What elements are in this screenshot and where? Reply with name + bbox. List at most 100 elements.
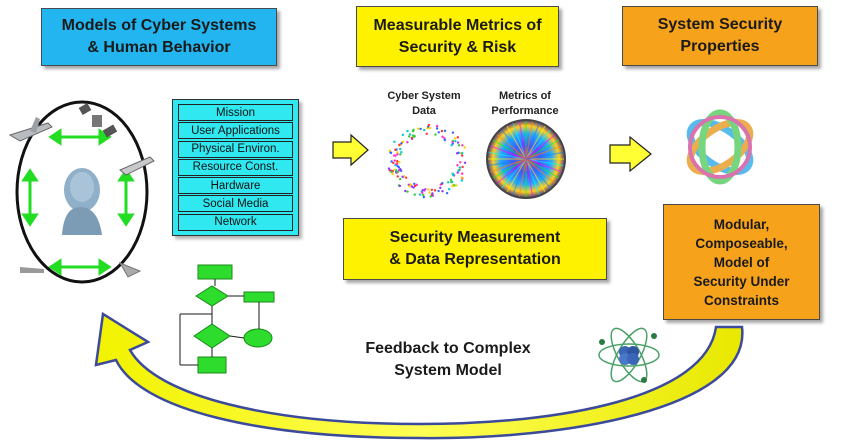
cyber-system-data-label: Cyber System Data — [387, 90, 461, 117]
scatter-point — [410, 136, 414, 140]
scatter-point — [412, 128, 415, 132]
human-system-ellipse — [8, 100, 155, 284]
scatter-point — [423, 128, 426, 132]
user-applications-row: User Applications — [178, 122, 293, 140]
scatter-point — [433, 189, 437, 192]
scatter-point — [460, 154, 464, 157]
scatter-point — [395, 162, 398, 166]
scatter-point — [453, 137, 457, 140]
scatter-point — [445, 191, 449, 195]
scatter-point — [407, 135, 411, 138]
scatter-point — [430, 188, 434, 192]
scatter-point — [396, 151, 399, 154]
header-metrics: Measurable Metrics of Security & Risk — [356, 6, 559, 67]
scatter-point — [461, 165, 464, 169]
scatter-point — [398, 160, 401, 164]
scatter-point — [463, 146, 466, 149]
uav-icon — [118, 262, 142, 278]
scatter-point — [454, 140, 457, 143]
disc-spoke — [488, 151, 527, 160]
scatter-point — [388, 149, 391, 152]
disc-spoke — [492, 158, 527, 179]
flowchart-diagram — [179, 264, 275, 374]
scatter-point — [449, 178, 453, 182]
disc-spoke — [501, 129, 527, 160]
scatter-point — [427, 188, 430, 191]
scatter-point — [399, 153, 402, 156]
scatter-point — [440, 129, 444, 133]
scatter-point — [393, 159, 396, 162]
scatter-point — [446, 181, 450, 184]
disc-spoke — [506, 158, 527, 193]
scatter-point — [429, 195, 432, 198]
scatter-point — [409, 183, 412, 186]
scatter-point — [401, 133, 405, 136]
disc-spoke — [525, 158, 546, 193]
scatter-point — [396, 153, 399, 156]
scatter-point — [398, 177, 402, 181]
scatter-point — [463, 161, 467, 165]
scatter-point — [392, 154, 396, 157]
disc-spoke — [525, 145, 562, 160]
scatter-point — [406, 190, 409, 193]
scatter-point — [443, 136, 446, 140]
header-models: Models of Cyber Systems & Human Behavior — [41, 8, 277, 66]
disc-spoke — [518, 158, 527, 197]
scatter-point — [460, 176, 464, 179]
satellite-icon — [78, 103, 118, 138]
scatter-point — [421, 191, 424, 194]
disc-spoke — [518, 121, 527, 160]
scatter-point — [450, 144, 453, 147]
scatter-point — [451, 140, 454, 144]
resource-const-row: Resource Const. — [178, 158, 293, 176]
scatter-point — [406, 141, 409, 144]
aircraft-icon — [8, 117, 53, 142]
scatter-point — [394, 148, 397, 152]
scatter-point — [406, 129, 409, 133]
scatter-point — [435, 127, 439, 130]
scatter-point — [404, 176, 408, 179]
scatter-point — [457, 144, 461, 147]
scatter-point — [387, 167, 391, 170]
scatter-point — [425, 132, 428, 136]
disc-spoke — [525, 139, 560, 160]
scatter-point — [443, 138, 447, 142]
scatter-point — [451, 184, 454, 187]
security-surface-icon — [686, 109, 754, 185]
header-properties: System Security Properties — [622, 6, 818, 66]
disc-spoke — [525, 121, 534, 160]
scatter-point — [437, 131, 440, 134]
disc-spoke — [490, 158, 527, 173]
disc-spoke — [525, 134, 556, 160]
scatter-point — [413, 193, 416, 196]
disc-spoke — [496, 158, 527, 184]
disc-spoke — [525, 158, 534, 197]
mission-row: Mission — [178, 104, 293, 121]
scatter-point — [456, 163, 459, 167]
cyber-data-scatter-ring — [387, 123, 467, 199]
scatter-point — [401, 140, 405, 144]
scatter-point — [413, 184, 417, 188]
disc-spoke — [501, 158, 527, 189]
scatter-point — [434, 133, 437, 136]
arrow-to-properties — [609, 135, 652, 173]
atom-icon — [598, 327, 660, 383]
scatter-point — [397, 166, 401, 169]
scatter-point — [393, 140, 396, 144]
scatter-point — [408, 185, 411, 188]
scatter-point — [428, 126, 432, 130]
scatter-point — [400, 151, 403, 154]
scatter-point — [455, 184, 458, 187]
jet-icon — [119, 156, 155, 176]
scatter-point — [410, 185, 414, 188]
scatter-point — [399, 147, 402, 151]
scatter-point — [428, 191, 431, 194]
disc-spoke — [525, 158, 564, 167]
disc-spoke — [525, 158, 560, 179]
scatter-point — [452, 174, 455, 177]
drone-icon — [20, 267, 44, 273]
security-measurement-box: Security Measurement & Data Representati… — [343, 218, 607, 280]
scatter-point — [457, 169, 460, 172]
scatter-point — [393, 168, 396, 171]
scatter-point — [390, 160, 393, 163]
